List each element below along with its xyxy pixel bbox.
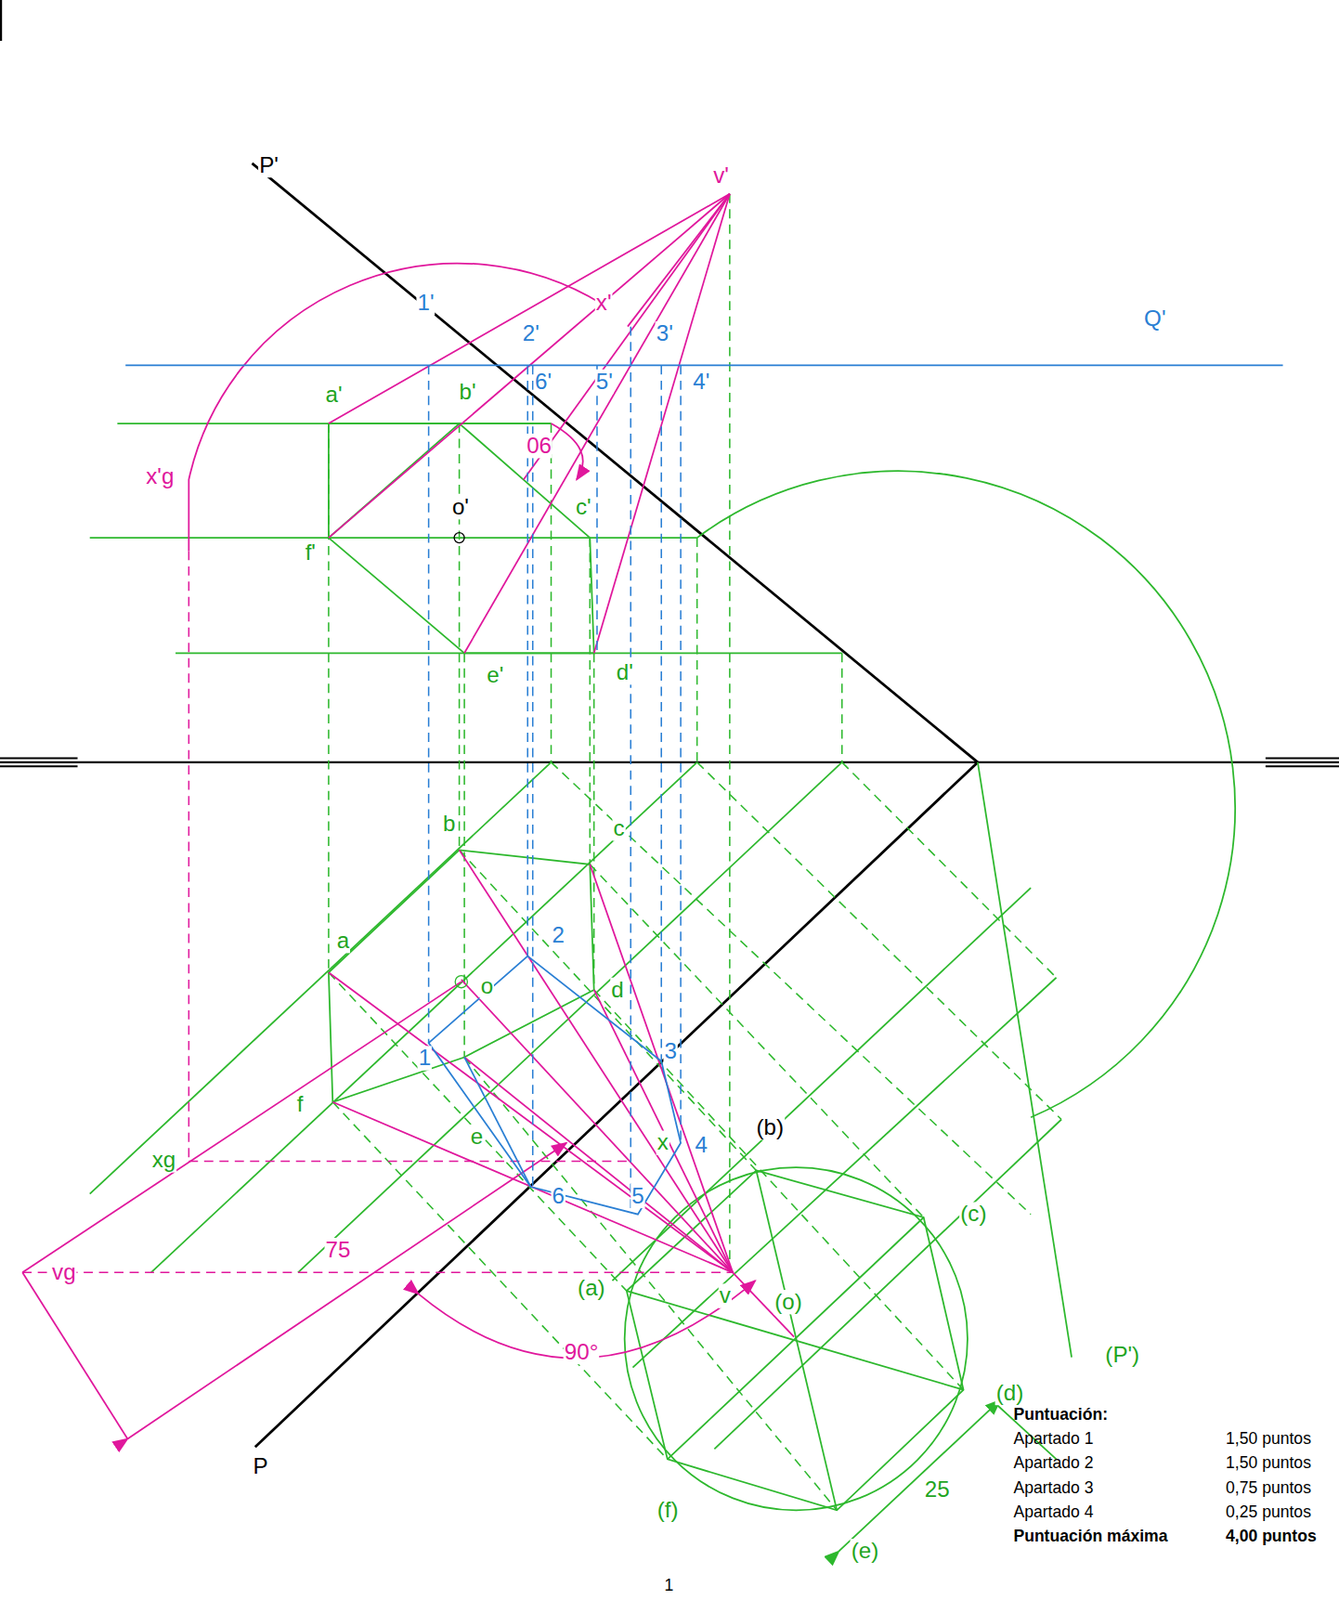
point-label: a bbox=[336, 928, 351, 954]
prism-construction bbox=[90, 423, 1235, 1551]
point-label: 3' bbox=[655, 321, 675, 347]
point-label: 3 bbox=[663, 1039, 678, 1065]
point-label: 1 bbox=[663, 1576, 675, 1595]
point-label: 25 bbox=[923, 1477, 951, 1503]
point-label: x' bbox=[595, 290, 613, 316]
point-label: vg bbox=[51, 1260, 78, 1286]
point-label: 06 bbox=[525, 433, 553, 459]
ground-line bbox=[0, 757, 1339, 767]
point-label: f' bbox=[304, 540, 318, 566]
point-label: o' bbox=[451, 494, 470, 520]
point-label: c' bbox=[574, 494, 593, 520]
point-label: v' bbox=[712, 163, 730, 189]
pyramid bbox=[22, 194, 794, 1440]
point-label: f bbox=[296, 1092, 305, 1118]
point-label: 1,50 puntos bbox=[1224, 1430, 1313, 1448]
point-label: x bbox=[656, 1131, 670, 1157]
point-label: 1' bbox=[416, 290, 435, 316]
point-label: d bbox=[610, 977, 625, 1003]
point-label: (f) bbox=[656, 1497, 680, 1523]
plane-trace bbox=[251, 163, 977, 1447]
point-label: v bbox=[718, 1283, 732, 1309]
point-label: (o) bbox=[773, 1289, 804, 1315]
point-label: (P') bbox=[1104, 1342, 1141, 1368]
point-label: (c) bbox=[959, 1202, 988, 1228]
point-label: P bbox=[251, 1454, 269, 1480]
point-label: 5 bbox=[630, 1183, 646, 1209]
point-label: Q' bbox=[1143, 306, 1168, 332]
point-label: (b) bbox=[754, 1115, 785, 1141]
point-label: 5' bbox=[595, 369, 614, 395]
construction-dashed bbox=[22, 550, 733, 1273]
point-label: 0,25 puntos bbox=[1224, 1503, 1313, 1521]
point-label: Apartado 4 bbox=[1012, 1503, 1094, 1521]
point-label: 0,75 puntos bbox=[1224, 1478, 1313, 1496]
point-label: b' bbox=[457, 379, 477, 405]
point-label: Puntuación máxima bbox=[1012, 1527, 1169, 1546]
point-label: xg bbox=[151, 1147, 178, 1173]
point-label: 90° bbox=[563, 1339, 600, 1365]
point-label: Apartado 2 bbox=[1012, 1454, 1094, 1472]
point-label: d' bbox=[615, 660, 635, 686]
point-label: 2 bbox=[551, 923, 567, 949]
point-label: 6 bbox=[551, 1183, 567, 1209]
point-label: x'g bbox=[144, 464, 175, 490]
point-label: P' bbox=[258, 153, 280, 179]
point-label: (e) bbox=[850, 1538, 881, 1564]
point-label: (d) bbox=[995, 1380, 1026, 1406]
point-label: 6' bbox=[533, 369, 553, 395]
point-label: 4,00 puntos bbox=[1224, 1527, 1318, 1546]
point-label: (a) bbox=[576, 1275, 607, 1301]
section-projection bbox=[429, 326, 681, 1215]
point-label: b bbox=[442, 811, 457, 837]
point-label: 75 bbox=[325, 1237, 352, 1263]
point-label: e' bbox=[485, 663, 505, 689]
point-label: Puntuación: bbox=[1012, 1404, 1109, 1423]
section bbox=[125, 364, 1283, 1214]
point-label: o bbox=[480, 974, 495, 1000]
point-label: Apartado 1 bbox=[1012, 1430, 1094, 1448]
point-label: a' bbox=[325, 382, 344, 408]
point-label: e bbox=[469, 1124, 485, 1150]
point-label: 1 bbox=[417, 1045, 433, 1071]
point-label: Apartado 3 bbox=[1012, 1478, 1094, 1496]
point-label: 1,50 puntos bbox=[1224, 1454, 1313, 1472]
point-label: 4' bbox=[691, 369, 711, 395]
projection-line bbox=[328, 194, 1062, 1511]
point-label: 4 bbox=[693, 1132, 709, 1158]
point-label: c bbox=[611, 816, 625, 842]
point-label: 2' bbox=[521, 321, 541, 347]
